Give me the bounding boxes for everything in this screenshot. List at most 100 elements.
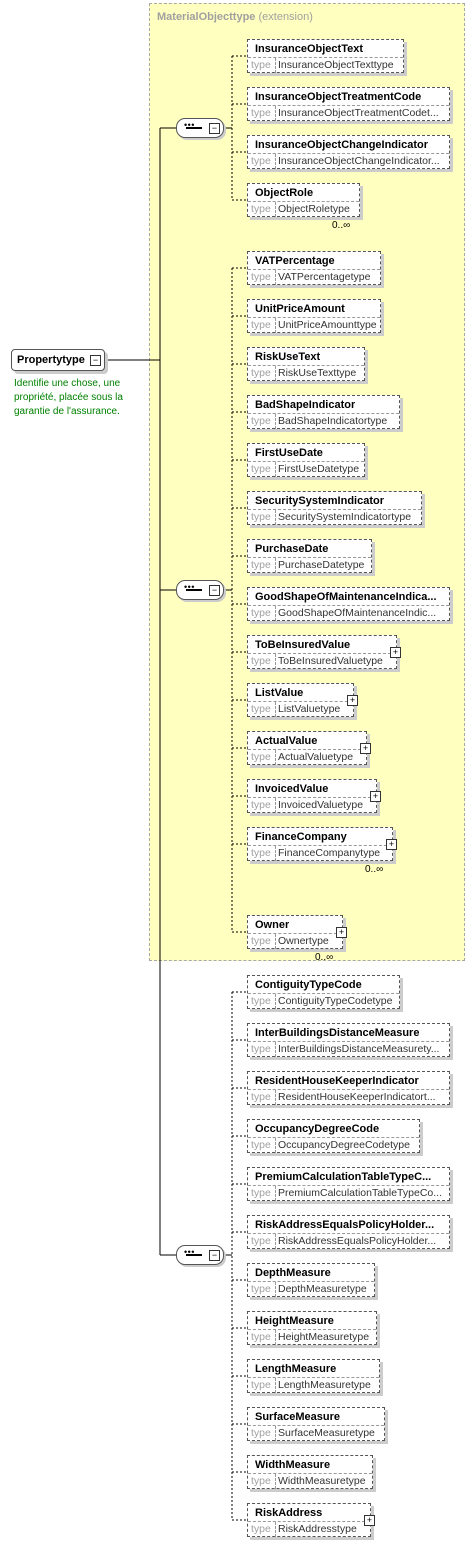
element-type: DepthMeasuretype (278, 1283, 367, 1295)
element-name: BadShapeIndicator (255, 399, 356, 411)
type-keyword: type (251, 1378, 276, 1393)
element-type: RiskAddresstype (278, 1523, 357, 1535)
element-type: UnitPriceAmounttype (278, 319, 377, 331)
expand-icon[interactable]: + (390, 647, 401, 658)
element-type: SecuritySystemIndicatortype (278, 511, 412, 523)
occurrence-label: 0..∞ (315, 952, 334, 963)
element-name: SecuritySystemIndicator (255, 495, 384, 507)
collapse-icon[interactable]: − (90, 355, 101, 366)
type-keyword: type (251, 510, 276, 525)
expand-icon[interactable]: + (360, 743, 371, 754)
expand-icon[interactable]: + (386, 839, 397, 850)
element-name: PurchaseDate (255, 543, 329, 555)
root-element[interactable]: Propertytype − (11, 349, 105, 371)
type-keyword: type (251, 558, 276, 573)
sequence-compositor[interactable]: − (176, 118, 224, 138)
element-type: ResidentHouseKeeperIndicatort... (278, 1091, 436, 1103)
type-keyword: type (251, 1522, 276, 1537)
element-type: VATPercentagetype (278, 271, 371, 283)
element-type: PremiumCalculationTableTypeCo... (278, 1187, 442, 1199)
sequence-compositor[interactable]: − (176, 580, 224, 600)
type-keyword: type (251, 1282, 276, 1297)
expand-icon[interactable]: + (336, 927, 347, 938)
collapse-icon[interactable]: − (209, 585, 220, 596)
root-name: Propertytype (17, 354, 85, 366)
type-keyword: type (251, 462, 276, 477)
type-keyword: type (251, 1330, 276, 1345)
element-type: FirstUseDatetype (278, 463, 360, 475)
type-keyword: type (251, 318, 276, 333)
occurrence-label: 0..∞ (332, 220, 351, 231)
element-type: InsuranceObjectTreatmentCodet... (278, 107, 439, 119)
element-name: ObjectRole (255, 187, 314, 199)
element-type: SurfaceMeasuretype (278, 1427, 375, 1439)
type-keyword: type (251, 366, 276, 381)
type-keyword: type (251, 202, 276, 217)
type-keyword: type (251, 414, 276, 429)
element-name: UnitPriceAmount (255, 303, 345, 315)
type-keyword: type (251, 934, 276, 949)
element-type: ObjectRoletype (278, 203, 350, 215)
collapse-icon[interactable]: − (209, 123, 220, 134)
element-name: GoodShapeOfMaintenanceIndica... (255, 591, 437, 603)
element-name: ListValue (255, 687, 304, 699)
expand-icon[interactable]: + (364, 1515, 375, 1526)
element-name: HeightMeasure (255, 1315, 334, 1327)
element-name: RiskAddress (255, 1507, 323, 1519)
sequence-compositor[interactable]: − (176, 1245, 224, 1265)
element-name: InvoicedValue (255, 783, 329, 795)
expand-icon[interactable]: + (347, 695, 358, 706)
type-keyword: type (251, 1090, 276, 1105)
collapse-icon[interactable]: − (209, 1250, 220, 1261)
element-name: FirstUseDate (255, 447, 323, 459)
element-name: WidthMeasure (255, 1459, 331, 1471)
type-keyword: type (251, 994, 276, 1009)
element-type: PurchaseDatetype (278, 559, 365, 571)
expand-icon[interactable]: + (370, 791, 381, 802)
element-name: VATPercentage (255, 255, 335, 267)
element-type: ToBeInsuredValuetype (278, 655, 383, 667)
